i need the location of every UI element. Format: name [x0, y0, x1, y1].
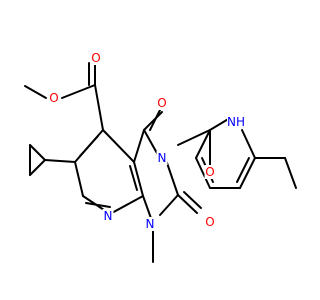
bond	[61, 84, 96, 99]
bond	[94, 84, 104, 131]
bond	[195, 129, 211, 159]
bond	[284, 157, 297, 189]
bond	[29, 159, 46, 176]
atom-label: NH	[227, 115, 245, 129]
atom-label: O	[90, 51, 102, 65]
bond	[236, 157, 250, 183]
atom-label: O	[156, 96, 168, 110]
atom-labels: O O O N O NH N N O	[48, 51, 245, 231]
bond	[44, 159, 76, 163]
atom-symbol: O	[205, 165, 214, 179]
atom-symbol: NH	[227, 115, 245, 129]
bond	[143, 129, 159, 156]
bond	[239, 157, 256, 189]
bond	[102, 129, 135, 163]
atom-symbol: O	[49, 91, 58, 105]
atom-label: N	[102, 209, 114, 223]
bond	[209, 117, 231, 131]
atom-label: O	[48, 91, 60, 105]
bond	[29, 144, 46, 161]
bond	[133, 161, 144, 197]
atom-symbol: N	[146, 217, 155, 231]
atom-label: N	[156, 151, 168, 165]
bond	[129, 165, 138, 191]
atom-label: O	[204, 165, 216, 179]
bond	[241, 129, 256, 159]
atom-symbol: O	[157, 96, 166, 110]
atom-label: O	[204, 215, 216, 229]
bond	[85, 202, 111, 208]
bond	[177, 194, 198, 214]
atom-symbol: O	[91, 51, 100, 65]
bond	[24, 85, 47, 99]
atom-symbol: N	[104, 209, 113, 223]
bond	[79, 135, 99, 157]
molecule-structure-diagram: O O O N O NH N N O	[24, 51, 297, 263]
bond	[142, 195, 153, 222]
atom-symbol: N	[158, 151, 167, 165]
bond	[177, 129, 211, 146]
bond	[195, 157, 211, 189]
bond	[165, 159, 179, 196]
bond	[159, 194, 179, 216]
atom-symbol: O	[205, 215, 214, 229]
bond	[109, 195, 144, 215]
atom-label: N	[144, 217, 156, 231]
bond	[133, 129, 145, 163]
bond	[74, 161, 84, 197]
bond-skeleton	[24, 62, 297, 263]
bond	[183, 191, 202, 209]
bond	[143, 111, 163, 131]
